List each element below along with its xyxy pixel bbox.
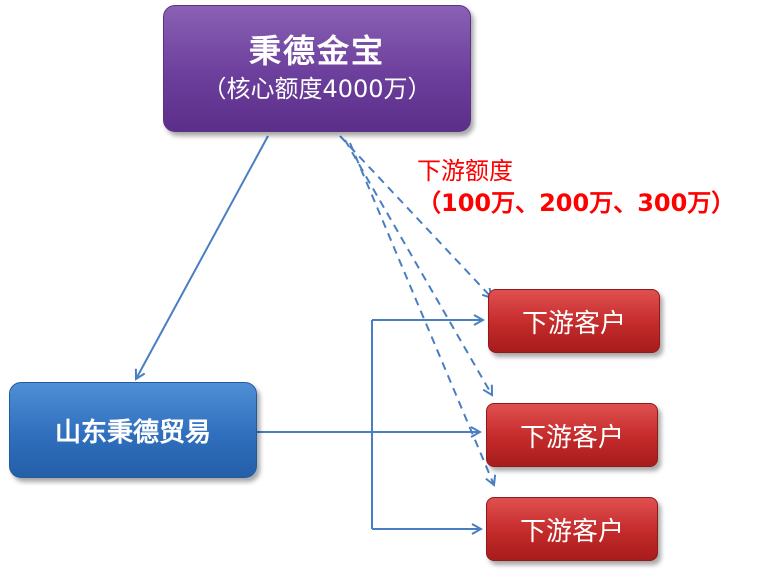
dashed-arrow-core-to-customer-2 xyxy=(344,139,492,395)
dashed-arrow-core-to-customer-1 xyxy=(339,135,492,298)
core-company-node: 秉德金宝 （核心额度4000万） xyxy=(163,5,471,132)
downstream-customer-label: 下游客户 xyxy=(521,308,626,339)
trade-company-name: 山东秉德贸易 xyxy=(54,417,211,448)
quota-detail: （100万、200万、300万） xyxy=(417,189,736,218)
downstream-customer-label: 下游客户 xyxy=(519,422,624,453)
downstream-customer-node: 下游客户 xyxy=(486,497,658,561)
trade-company-node: 山东秉德贸易 xyxy=(9,382,257,478)
core-company-name: 秉德金宝 xyxy=(248,31,385,70)
dashed-arrow-core-to-customer-3 xyxy=(349,142,494,485)
arrow-core-to-trade xyxy=(136,135,269,379)
core-credit-limit: （核心额度4000万） xyxy=(202,75,432,104)
downstream-customer-node: 下游客户 xyxy=(486,403,658,467)
downstream-quota-annotation: 下游额度 （100万、200万、300万） xyxy=(417,155,735,220)
downstream-customer-label: 下游客户 xyxy=(519,516,624,547)
downstream-customer-node: 下游客户 xyxy=(488,289,660,353)
quota-title: 下游额度 xyxy=(417,157,513,185)
